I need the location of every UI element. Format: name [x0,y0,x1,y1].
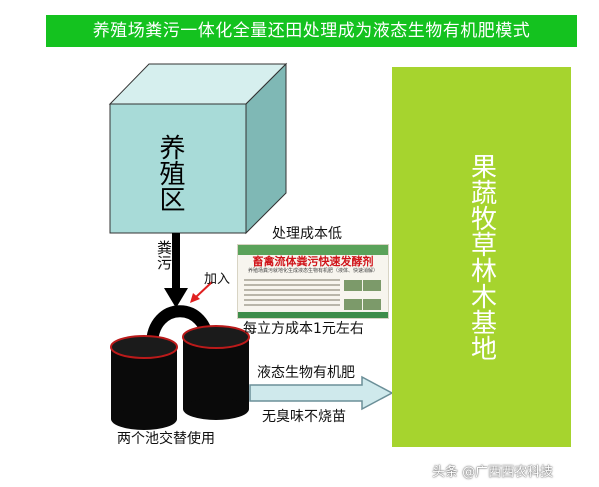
field-base-box: 果蔬牧草林木基地 [392,67,571,447]
tanks-label: 两个池交替使用 [117,431,215,447]
product-card: 畜禽流体粪污快速发酵剂 养殖场粪污就地化生成液态生物有机肥（液体、快速消解） [237,244,389,319]
product-card-subtitle: 养殖场粪污就地化生成液态生物有机肥（液体、快速消解） [247,268,378,274]
outflow-arrow [249,375,394,411]
tank-left [110,335,178,430]
farm-area-label: 养殖区 [155,134,185,212]
field-base-label: 果蔬牧草林木基地 [466,153,497,361]
add-label: 加入 [204,272,231,287]
product-card-text-lines [244,279,340,309]
product-card-bottom-band [238,312,388,318]
product-card-title: 畜禽流体粪污快速发酵剂 [252,255,374,268]
manure-label: 粪污 [155,240,173,270]
additive-arrow-shaft [195,281,213,298]
additive-arrow-head [190,293,200,303]
product-card-thumbnails [343,278,383,318]
tank-right [182,325,250,420]
no-odor-label: 无臭味不烧苗 [262,409,346,425]
product-card-top-band [238,245,388,255]
manure-arrow-head [164,288,188,308]
low-cost-label: 处理成本低 [272,226,342,242]
diagram-title: 养殖场粪污一体化全量还田处理成为液态生物有机肥模式 [46,15,577,47]
liquid-fertilizer-label: 液态生物有机肥 [257,365,355,381]
cost-label: 每立方成本1元左右 [243,321,364,337]
watermark: 头条 @广西西农科技 [432,465,554,480]
farm-cube-front [109,103,247,234]
